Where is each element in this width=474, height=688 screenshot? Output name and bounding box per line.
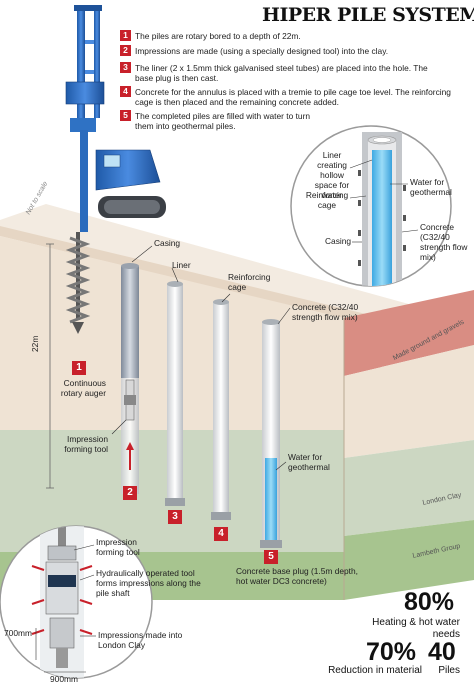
pile-number-2: 2 [123, 486, 137, 500]
step-text: Impressions are made (using a specially … [135, 46, 389, 56]
pile-number-3: 3 [168, 510, 182, 524]
water-label: Water for geothermal [288, 452, 330, 472]
auger-label: Continuous rotary auger [60, 378, 106, 398]
stat-piles-label: Piles [438, 665, 460, 676]
inset-concrete-label: Concrete (C32/40 strength flow mix) [420, 222, 468, 262]
step-text: The liner (2 x 1.5mm thick galvanised st… [135, 63, 428, 84]
stat-material-label: Reduction in material [328, 665, 422, 676]
pile-number-4: 4 [214, 527, 228, 541]
step-text: The completed piles are filled with wate… [135, 111, 311, 132]
step-badge: 2 [120, 45, 131, 56]
inset-cage-label: Reinforcing cage [305, 190, 349, 210]
step-text: Concrete for the annulus is placed with … [135, 87, 451, 108]
liner-label: Liner [172, 260, 191, 270]
cage-label: Reinforcing cage [228, 272, 271, 292]
inset-depth-label: 700mm [4, 628, 32, 638]
step-text: The piles are rotary bored to a depth of… [135, 31, 301, 41]
concrete-label: Concrete (C32/40 strength flow mix) [292, 302, 359, 322]
pile-liner [165, 281, 185, 506]
base-plug-label: Concrete base plug (1.5m depth, hot wate… [236, 566, 358, 586]
step-badge: 1 [120, 30, 131, 41]
inset-width-label: 900mm [50, 674, 78, 684]
inset-water-label: Water for geothermal [410, 177, 452, 197]
leader-lines [111, 245, 291, 471]
inset-bottom [0, 525, 153, 679]
pile-complete [260, 319, 282, 548]
page-title: HIPER PILE SYSTEM [262, 4, 474, 26]
stat-heating-label: Heating & hot water needs [372, 617, 460, 640]
inset-liner-label: Liner creating hollow space for water [314, 150, 350, 200]
inset-tool-label: Impression forming tool [96, 537, 140, 557]
pile-cage [211, 299, 231, 520]
casing-label: Casing [154, 238, 181, 248]
stat-heating-value: 80% [404, 588, 455, 616]
stat-material-value: 70% [366, 638, 417, 666]
step-badge: 5 [120, 110, 131, 121]
piling-rig [65, 5, 166, 334]
inset-top [290, 125, 452, 287]
stat-piles-value: 40 [428, 638, 456, 666]
inset-casing-label: Casing [325, 236, 352, 246]
inset-hydraulic-label: Hydraulically operated tool forms impres… [96, 568, 201, 598]
step-badge: 3 [120, 62, 131, 73]
step-badge: 4 [120, 86, 131, 97]
impression-tool-label: Impression forming tool [64, 434, 108, 454]
pile-casing [121, 263, 139, 494]
depth-label: 22m [30, 335, 40, 352]
pile-number-1: 1 [72, 361, 86, 375]
inset-impressions-label: Impressions made into London Clay [98, 630, 183, 650]
pile-number-5: 5 [264, 550, 278, 564]
